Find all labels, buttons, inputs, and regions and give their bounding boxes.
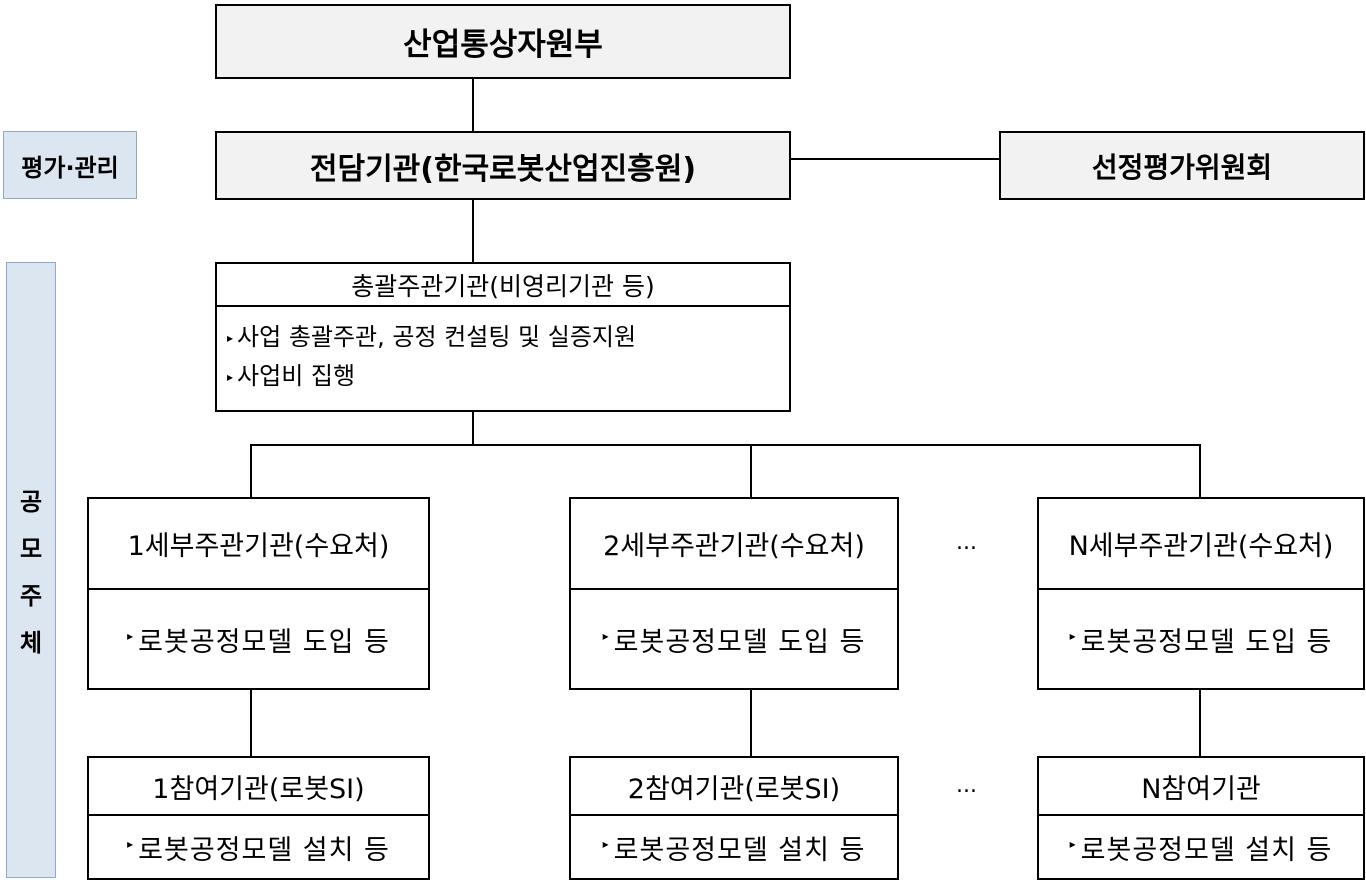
participant-role: 로봇공정모델 설치 등 <box>1039 816 1363 878</box>
lead-duty-item: 사업 총괄주관, 공정 컨설팅 및 실증지원 <box>227 320 789 359</box>
participant-node: 1참여기관(로봇SI) 로봇공정모델 설치 등 <box>87 756 430 880</box>
eval-management-label: 평가·관리 <box>3 131 137 199</box>
applicant-label: 공 모 주 체 <box>6 262 56 878</box>
connector-horizontal-bus <box>250 444 1201 446</box>
sub-org-title: 2세부주관기관(수요처) <box>571 499 897 590</box>
connector-sub-n <box>1199 444 1201 499</box>
connector-ministry-agency <box>472 78 474 131</box>
applicant-char: 공 <box>19 488 43 516</box>
participant-node: 2참여기관(로봇SI) 로봇공정모델 설치 등 <box>569 756 899 880</box>
lead-org-node: 총괄주관기관(비영리기관 등) 사업 총괄주관, 공정 컨설팅 및 실증지원 사… <box>215 262 791 412</box>
applicant-char: 주 <box>19 582 43 610</box>
sub-org-role: 로봇공정모델 도입 등 <box>571 590 897 688</box>
participant-node: N참여기관 로봇공정모델 설치 등 <box>1037 756 1365 880</box>
applicant-char: 모 <box>19 535 43 563</box>
connector-sub-2 <box>750 444 752 499</box>
ellipsis: ... <box>956 530 977 555</box>
connector-participant-1 <box>250 688 252 758</box>
agency-node: 전담기관(한국로봇산업진흥원) <box>215 131 791 200</box>
ministry-node: 산업통상자원부 <box>215 4 791 79</box>
lead-duty-item: 사업비 집행 <box>227 359 789 398</box>
committee-node: 선정평가위원회 <box>999 131 1365 200</box>
sub-org-role: 로봇공정모델 도입 등 <box>89 590 428 688</box>
connector-agency-lead <box>472 199 474 262</box>
connector-agency-committee <box>790 158 999 160</box>
sub-org-title: N세부주관기관(수요처) <box>1039 499 1363 590</box>
applicant-char: 체 <box>19 629 43 657</box>
ellipsis: ... <box>956 773 977 798</box>
participant-title: 1참여기관(로봇SI) <box>89 758 428 816</box>
sub-org-node: N세부주관기관(수요처) 로봇공정모델 도입 등 <box>1037 497 1365 690</box>
connector-sub-1 <box>250 444 252 499</box>
connector-participant-2 <box>750 688 752 758</box>
lead-org-title: 총괄주관기관(비영리기관 등) <box>217 264 789 307</box>
sub-org-role: 로봇공정모델 도입 등 <box>1039 590 1363 688</box>
lead-org-duties: 사업 총괄주관, 공정 컨설팅 및 실증지원 사업비 집행 <box>217 320 789 398</box>
sub-org-node: 1세부주관기관(수요처) 로봇공정모델 도입 등 <box>87 497 430 690</box>
participant-title: 2참여기관(로봇SI) <box>571 758 897 816</box>
participant-role: 로봇공정모델 설치 등 <box>89 816 428 878</box>
sub-org-title: 1세부주관기관(수요처) <box>89 499 428 590</box>
sub-org-node: 2세부주관기관(수요처) 로봇공정모델 도입 등 <box>569 497 899 690</box>
participant-title: N참여기관 <box>1039 758 1363 816</box>
connector-participant-n <box>1199 688 1201 758</box>
participant-role: 로봇공정모델 설치 등 <box>571 816 897 878</box>
connector-lead-down <box>472 411 474 445</box>
